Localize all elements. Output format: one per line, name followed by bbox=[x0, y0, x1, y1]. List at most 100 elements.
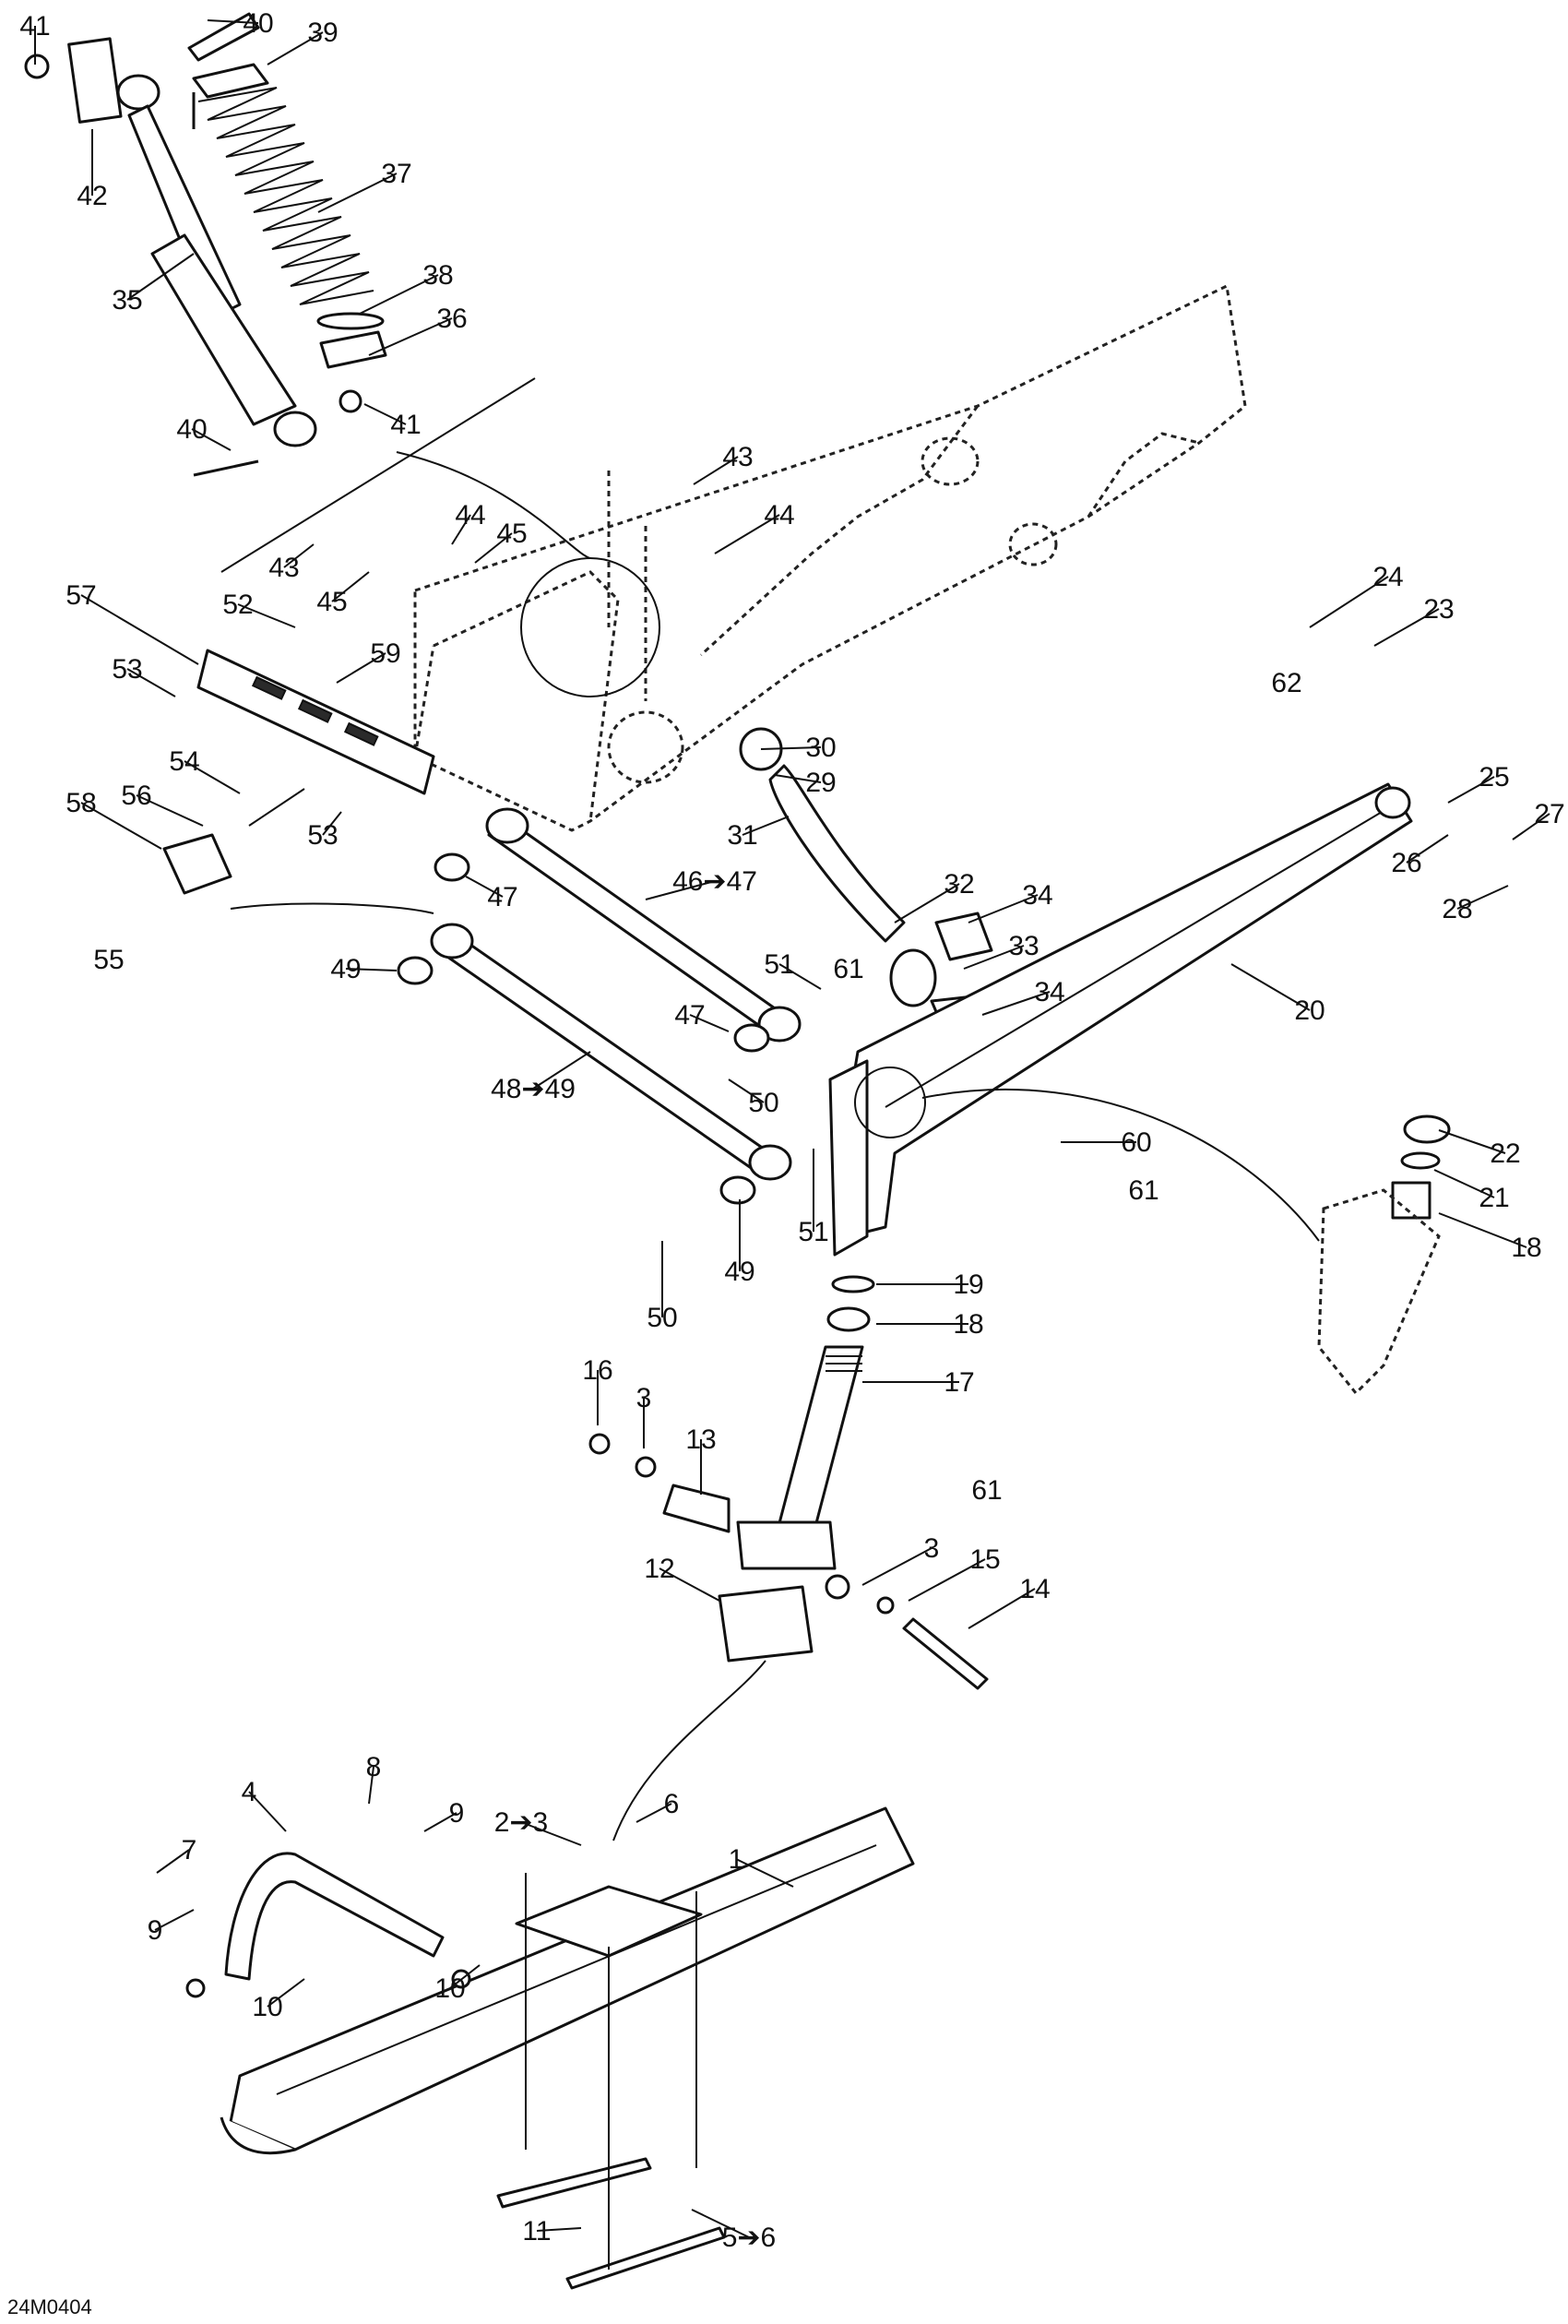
callout-37: 37 bbox=[317, 159, 412, 213]
callout-61: 61 bbox=[1128, 1175, 1158, 1206]
part-number: 27 bbox=[1534, 799, 1564, 829]
part-number: 36 bbox=[436, 304, 467, 334]
callout-25: 25 bbox=[1447, 762, 1510, 804]
callout-38: 38 bbox=[359, 260, 454, 315]
leader-line bbox=[728, 1079, 765, 1103]
leader-line bbox=[237, 603, 296, 628]
part-number: 40 bbox=[176, 414, 207, 445]
callout-60: 60 bbox=[1061, 1127, 1152, 1158]
leader-line bbox=[267, 1978, 305, 2008]
part-number: 19 bbox=[953, 1269, 983, 1300]
leader-line bbox=[778, 963, 822, 990]
part-number: 30 bbox=[805, 733, 836, 763]
leader-line bbox=[126, 668, 176, 697]
leader-line bbox=[345, 968, 398, 971]
part-number: 62 bbox=[1271, 668, 1301, 698]
callout-3: 3 bbox=[636, 1383, 651, 1448]
callout-32: 32 bbox=[894, 869, 975, 924]
part-number: 47 bbox=[487, 882, 517, 912]
part-number: 24 bbox=[1372, 562, 1403, 592]
leader-line bbox=[645, 880, 716, 900]
part-number: 39 bbox=[307, 18, 338, 48]
callout-48-49: 48➔49 bbox=[491, 1051, 591, 1104]
part-number: 2➔3 bbox=[494, 1807, 549, 1838]
part-number: 60 bbox=[1121, 1127, 1151, 1158]
callout-33: 33 bbox=[963, 931, 1039, 970]
callout-6: 6 bbox=[636, 1789, 679, 1823]
leader-line bbox=[1438, 1129, 1506, 1154]
trailing-arm bbox=[828, 782, 1413, 1257]
leader-line bbox=[283, 543, 315, 568]
shock-absorber bbox=[24, 12, 362, 477]
leader-line bbox=[1438, 1212, 1527, 1248]
ski-handle bbox=[185, 1852, 471, 1998]
part-number: 20 bbox=[1294, 995, 1324, 1026]
callout-10: 10 bbox=[252, 1978, 305, 2022]
part-number: 10 bbox=[434, 1973, 465, 2004]
part-number: 10 bbox=[252, 1992, 282, 2022]
leader-line bbox=[248, 1791, 287, 1832]
callout-30: 30 bbox=[760, 733, 837, 763]
part-number: 32 bbox=[944, 869, 974, 900]
callout-34: 34 bbox=[981, 977, 1065, 1016]
callout-22: 22 bbox=[1438, 1129, 1521, 1169]
part-number: 33 bbox=[1008, 931, 1039, 961]
leader-line bbox=[536, 2227, 582, 2232]
callout-18: 18 bbox=[876, 1309, 984, 1340]
leader-line bbox=[449, 1964, 481, 1989]
callout-23: 23 bbox=[1373, 594, 1455, 647]
detail-view bbox=[1317, 1114, 1451, 1396]
callout-56: 56 bbox=[121, 781, 204, 827]
part-number: 41 bbox=[19, 11, 50, 42]
callout-53: 53 bbox=[112, 654, 176, 697]
callout-5-6: 5➔6 bbox=[691, 2209, 776, 2253]
part-number: 41 bbox=[390, 410, 421, 440]
leader-line bbox=[1512, 813, 1550, 840]
callout-1: 1 bbox=[729, 1844, 794, 1888]
part-number: 9 bbox=[148, 1915, 163, 1946]
callout-19: 19 bbox=[876, 1269, 984, 1300]
callout-24: 24 bbox=[1309, 562, 1404, 628]
leader-line bbox=[1230, 963, 1311, 1011]
callout-50: 50 bbox=[728, 1079, 779, 1118]
callout-8: 8 bbox=[366, 1752, 381, 1805]
chassis-frame bbox=[220, 283, 1247, 832]
callout-55: 55 bbox=[93, 945, 124, 975]
callout-57: 57 bbox=[65, 580, 199, 665]
leader-line bbox=[191, 428, 232, 451]
part-number: 16 bbox=[582, 1355, 612, 1386]
part-number: 44 bbox=[455, 500, 485, 530]
spindle bbox=[588, 1275, 989, 1690]
leader-line bbox=[908, 1558, 986, 1602]
leader-line bbox=[154, 1909, 195, 1931]
part-number: 21 bbox=[1479, 1183, 1509, 1213]
coil-spring bbox=[192, 63, 387, 369]
leader-line bbox=[1433, 1169, 1495, 1198]
callout-62: 62 bbox=[1271, 668, 1301, 698]
leader-line bbox=[465, 876, 504, 898]
callout-12: 12 bbox=[644, 1554, 720, 1602]
leader-line bbox=[267, 31, 324, 66]
callout-47: 47 bbox=[674, 1000, 730, 1032]
ski bbox=[220, 1806, 915, 2290]
callout-61: 61 bbox=[971, 1475, 1002, 1506]
upper-radius-rod bbox=[434, 807, 802, 1053]
callout-46-47: 46➔47 bbox=[645, 866, 757, 900]
callout-58: 58 bbox=[65, 788, 162, 850]
callout-2-3: 2➔3 bbox=[494, 1807, 582, 1846]
part-number: 61 bbox=[971, 1475, 1002, 1506]
leader-line bbox=[474, 532, 513, 564]
callout-11: 11 bbox=[522, 2216, 582, 2247]
part-number: 3 bbox=[924, 1533, 940, 1564]
part-number: 7 bbox=[182, 1835, 197, 1865]
callout-45: 45 bbox=[316, 571, 370, 617]
leader-line bbox=[691, 2209, 750, 2238]
leader-line bbox=[861, 1547, 932, 1586]
leader-line bbox=[207, 19, 259, 24]
callout-21: 21 bbox=[1433, 1169, 1510, 1213]
leader-line bbox=[80, 594, 199, 665]
callout-49: 49 bbox=[330, 954, 398, 984]
leader-line bbox=[1456, 885, 1509, 910]
part-number: 58 bbox=[65, 788, 96, 818]
leader-line bbox=[1373, 608, 1440, 647]
